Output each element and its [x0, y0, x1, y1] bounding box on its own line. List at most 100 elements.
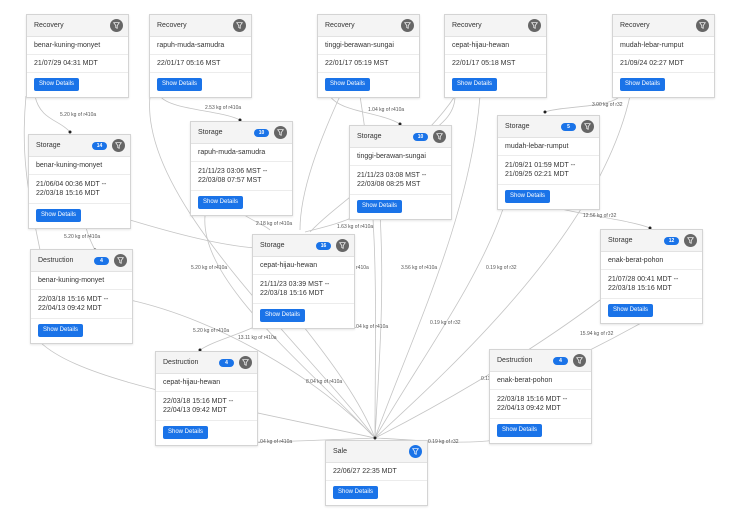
count-badge: 4: [94, 256, 109, 265]
filter-icon[interactable]: [274, 126, 287, 139]
count-badge: 5: [561, 122, 576, 131]
show-details-button[interactable]: Show Details: [608, 304, 654, 317]
filter-icon[interactable]: [433, 130, 446, 143]
node-date-end: 22/04/13 09:42 MDT: [163, 407, 227, 414]
node-date: 22/01/17 05:19 MST: [318, 55, 419, 73]
show-details-button[interactable]: Show Details: [34, 78, 80, 91]
show-details-button[interactable]: Show Details: [357, 200, 403, 213]
edge-label: 1.04 kg of r410a: [368, 107, 404, 113]
edge-rec2-sto2: [159, 95, 241, 121]
filter-icon[interactable]: [114, 254, 127, 267]
filter-icon[interactable]: [239, 356, 252, 369]
show-details-button[interactable]: Show Details: [620, 78, 666, 91]
show-details-button[interactable]: Show Details: [157, 78, 203, 91]
show-details-button[interactable]: Show Details: [452, 78, 498, 91]
node-date-start: 21/11/23 03:39 MST --: [260, 281, 330, 288]
node-title: Storage: [357, 133, 382, 140]
edge-label: 15.94 kg of r32: [580, 331, 614, 337]
edge-label: 0.19 kg of r32: [428, 439, 459, 445]
show-details-button[interactable]: Show Details: [198, 196, 244, 209]
count-badge: 10: [254, 128, 269, 137]
edge-label: 12.56 kg of r32: [583, 213, 617, 219]
node-date-start: 22/03/18 15:16 MDT --: [497, 396, 568, 403]
node-title: Storage: [505, 123, 530, 130]
edge-label: 13.11 kg of r410a: [238, 335, 277, 341]
node-date-end: 22/03/08 08:25 MST: [357, 181, 421, 188]
recovery-node: Recovery mudah-lebar-rumput 21/09/24 02:…: [612, 14, 715, 98]
sale-node: Sale 22/06/27 22:35 MDT Show Details: [325, 440, 428, 506]
filter-icon[interactable]: [696, 19, 709, 32]
node-date-end: 22/04/13 09:42 MDT: [38, 305, 102, 312]
count-badge: 14: [92, 141, 107, 150]
destruction-node: Destruction 4 benar-kuning-monyet 22/03/…: [30, 249, 133, 344]
count-badge: 4: [553, 356, 568, 365]
node-date-start: 21/09/21 01:59 MDT --: [505, 162, 576, 169]
show-details-button[interactable]: Show Details: [333, 486, 379, 499]
filter-icon[interactable]: [684, 234, 697, 247]
node-title: Recovery: [452, 22, 482, 29]
node-name: mudah-lebar-rumput: [613, 37, 714, 55]
filter-icon[interactable]: [110, 19, 123, 32]
count-badge: 10: [413, 132, 428, 141]
node-date-end: 22/03/18 15:16 MDT: [260, 290, 324, 297]
filter-icon[interactable]: [409, 445, 422, 458]
destruction-node: Destruction 4 cepat-hijau-hewan 22/03/18…: [155, 351, 258, 446]
node-title: Recovery: [157, 22, 187, 29]
node-date-end: 22/03/18 15:16 MDT: [608, 285, 672, 292]
node-title: Storage: [36, 142, 61, 149]
recovery-node: Recovery cepat-hijau-hewan 22/01/17 05:1…: [444, 14, 547, 98]
filter-icon[interactable]: [573, 354, 586, 367]
filter-icon[interactable]: [401, 19, 414, 32]
node-date: 21/07/29 04:31 MDT: [27, 55, 128, 73]
edge-label: 1.04 kg of r410a: [256, 439, 292, 445]
show-details-button[interactable]: Show Details: [38, 324, 84, 337]
node-date-end: 21/09/25 02:21 MDT: [505, 171, 569, 178]
show-details-button[interactable]: Show Details: [36, 209, 82, 222]
edge-label: 1.63 kg of r410a: [337, 224, 373, 230]
edge-label: 5.20 kg of r410a: [193, 328, 229, 334]
node-date-start: 22/03/18 15:16 MDT --: [38, 296, 109, 303]
edge-label: r410a: [356, 265, 369, 271]
storage-node: Storage 10 tinggi-berawan-sungai 21/11/2…: [349, 125, 452, 220]
node-title: Destruction: [38, 257, 74, 264]
filter-icon[interactable]: [336, 239, 349, 252]
node-date-start: 22/03/18 15:16 MDT --: [163, 398, 234, 405]
edge-sto3-sale: [374, 213, 383, 439]
node-name: benar-kuning-monyet: [29, 157, 130, 175]
filter-icon[interactable]: [233, 19, 246, 32]
node-date-start: 21/11/23 03:08 MST --: [357, 172, 427, 179]
node-title: Sale: [333, 448, 348, 455]
show-details-button[interactable]: Show Details: [260, 309, 306, 322]
node-name: enak-berat-pohon: [601, 252, 702, 270]
destruction-node: Destruction 4 enak-berat-pohon 22/03/18 …: [489, 349, 592, 444]
node-title: Storage: [608, 237, 633, 244]
show-details-button[interactable]: Show Details: [325, 78, 371, 91]
node-date-end: 22/04/13 09:42 MDT: [497, 405, 561, 412]
edge-dot: [543, 110, 547, 114]
storage-node: Storage 10 rapuh-muda-samudra 21/11/23 0…: [190, 121, 293, 216]
filter-icon[interactable]: [528, 19, 541, 32]
node-name: benar-kuning-monyet: [27, 37, 128, 55]
edge-rec5-sto4: [544, 95, 621, 113]
node-name: rapuh-muda-samudra: [150, 37, 251, 55]
node-date-start: 21/07/28 00:41 MDT --: [608, 276, 679, 283]
recovery-node: Recovery rapuh-muda-samudra 22/01/17 05:…: [149, 14, 252, 98]
node-title: Storage: [260, 242, 285, 249]
node-name: rapuh-muda-samudra: [191, 144, 292, 162]
node-date-start: 21/06/04 00:36 MDT --: [36, 181, 107, 188]
node-name: enak-berat-pohon: [490, 372, 591, 390]
edge-sto5-sale: [299, 321, 376, 439]
node-date: 21/09/24 02:27 MDT: [613, 55, 714, 73]
storage-node: Storage 14 benar-kuning-monyet 21/06/04 …: [28, 134, 131, 229]
edge-label: 2.53 kg of r410a: [205, 105, 241, 111]
show-details-button[interactable]: Show Details: [163, 426, 209, 439]
show-details-button[interactable]: Show Details: [505, 190, 551, 203]
edge-label: 8.04 kg of r410a: [306, 379, 342, 385]
node-date: 22/06/27 22:35 MDT: [326, 463, 427, 481]
filter-icon[interactable]: [581, 120, 594, 133]
node-name: cepat-hijau-hewan: [445, 37, 546, 55]
storage-node: Storage 12 enak-berat-pohon 21/07/28 00:…: [600, 229, 703, 324]
edge-sto1-sto5: [129, 219, 256, 249]
show-details-button[interactable]: Show Details: [497, 424, 543, 437]
filter-icon[interactable]: [112, 139, 125, 152]
